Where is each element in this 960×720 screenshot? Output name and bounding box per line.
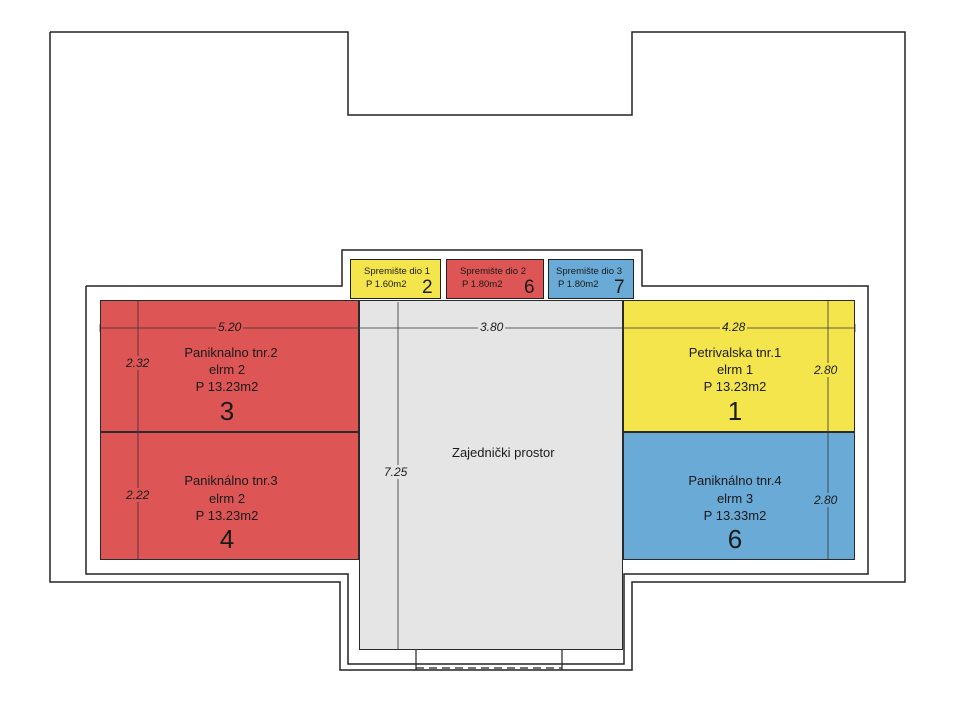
- room-4-elrm: elrm 2: [208, 491, 246, 506]
- storage-2-area: P 1.80m2: [462, 279, 503, 290]
- room-6-number: 6: [727, 524, 743, 554]
- room-1-name: Petrivalska tnr.1: [688, 345, 782, 360]
- storage-2-name: Spremište dio 2: [460, 266, 527, 277]
- room-1-number: 1: [727, 396, 743, 426]
- room-6-elrm: elrm 3: [716, 491, 754, 506]
- dim-right-width: 4.28: [720, 320, 748, 334]
- room-6-area: P 13.33m2: [703, 508, 767, 523]
- room-1-area: P 13.23m2: [703, 379, 767, 394]
- storage-3-area: P 1.80m2: [558, 279, 599, 290]
- room-4-area: P 13.23m2: [195, 508, 259, 523]
- dim-right-top-height: 2.80: [814, 363, 838, 377]
- storage-2: [446, 259, 544, 299]
- room-6-name: Paniknálno tnr.4: [688, 473, 782, 488]
- dim-left-bottom-height: 2.22: [126, 488, 150, 502]
- storage-3-name: Spremište dio 3: [556, 266, 623, 277]
- room-3-elrm: elrm 2: [208, 362, 246, 377]
- storage-3: [548, 259, 634, 299]
- room-3-number: 3: [219, 396, 235, 426]
- storage-1: [350, 259, 441, 299]
- dim-center-height: 7.25: [384, 465, 408, 479]
- room-3-area: P 13.23m2: [195, 379, 259, 394]
- room-1-elrm: elrm 1: [716, 362, 754, 377]
- dim-right-bottom-height: 2.80: [814, 493, 838, 507]
- common-area-label: Zajednički prostor: [452, 445, 555, 460]
- storage-3-number: 7: [614, 277, 625, 298]
- storage-1-area: P 1.60m2: [366, 279, 407, 290]
- room-4-name: Paniknálno tnr.3: [184, 473, 278, 488]
- dim-left-top-height: 2.32: [126, 356, 150, 370]
- dim-left-width: 5.20: [216, 320, 244, 334]
- storage-1-name: Spremište dio 1: [364, 266, 431, 277]
- storage-1-number: 2: [422, 277, 433, 298]
- room-4-number: 4: [219, 524, 235, 554]
- outer-wall: [49, 31, 906, 671]
- storage-2-number: 6: [524, 277, 535, 298]
- dim-center-width: 3.80: [478, 320, 506, 334]
- room-3-name: Paniknalno tnr.2: [184, 345, 278, 360]
- inner-wall: [85, 249, 869, 665]
